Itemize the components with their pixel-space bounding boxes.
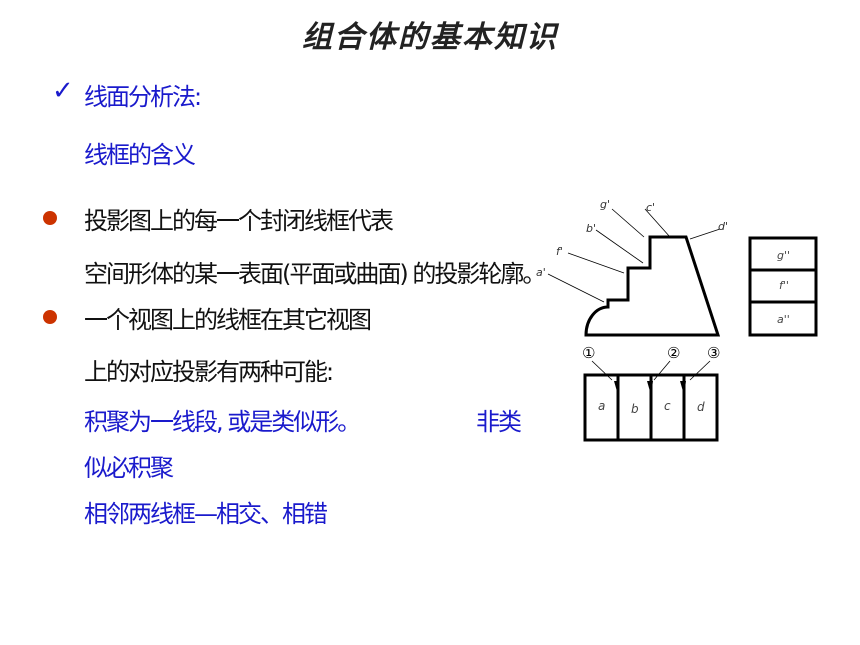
bullet-2-line-1: 一个视图上的线框在其它视图 bbox=[84, 306, 372, 334]
top-label-d: d bbox=[697, 400, 705, 414]
label-g-prime: g' bbox=[600, 198, 610, 211]
possibility-line-2: 似必积聚 bbox=[84, 454, 174, 482]
front-view bbox=[584, 235, 721, 337]
label-d-prime: d' bbox=[718, 220, 728, 233]
top-label-b: b bbox=[631, 402, 639, 416]
subheading: 线框的含义 bbox=[84, 141, 196, 169]
label-f-double: f'' bbox=[779, 279, 789, 292]
top-label-c: c bbox=[664, 399, 671, 413]
top-label-a: a bbox=[598, 399, 605, 413]
label-a-prime: a' bbox=[536, 266, 546, 279]
bullet-icon bbox=[43, 211, 57, 225]
bullet-2-line-2: 上的对应投影有两种可能: bbox=[84, 358, 334, 386]
bullet-1-line-1: 投影图上的每一个封闭线框代表 bbox=[84, 207, 394, 235]
possibility-line-3: 相邻两线框—相交、相错 bbox=[84, 500, 328, 528]
three-view-drawing: g' c' b' d' f' a' g'' f'' a'' ① ② ③ a bbox=[536, 198, 818, 442]
label-g-double: g'' bbox=[777, 249, 790, 262]
label-f-prime: f' bbox=[556, 245, 563, 258]
check-icon: ✓ bbox=[52, 76, 74, 106]
page-title: 组合体的基本知识 bbox=[302, 20, 558, 55]
section-heading: 线面分析法: bbox=[84, 83, 202, 111]
bullet-icon bbox=[43, 310, 57, 324]
circled-2: ② bbox=[667, 344, 680, 362]
label-b-prime: b' bbox=[586, 222, 596, 235]
label-c-prime: c' bbox=[646, 201, 655, 214]
bullet-1-line-2: 空间形体的某一表面(平面或曲面) 的投影轮廓。 bbox=[84, 260, 546, 288]
circled-3: ③ bbox=[707, 344, 720, 362]
possibility-line-1-right: 非类 bbox=[476, 408, 522, 436]
side-view bbox=[748, 236, 818, 337]
circled-1: ① bbox=[582, 344, 595, 362]
leader-lines bbox=[547, 208, 721, 303]
possibility-line-1: 积聚为一线段, 或是类似形。 bbox=[84, 408, 361, 436]
label-a-double: a'' bbox=[777, 313, 790, 326]
